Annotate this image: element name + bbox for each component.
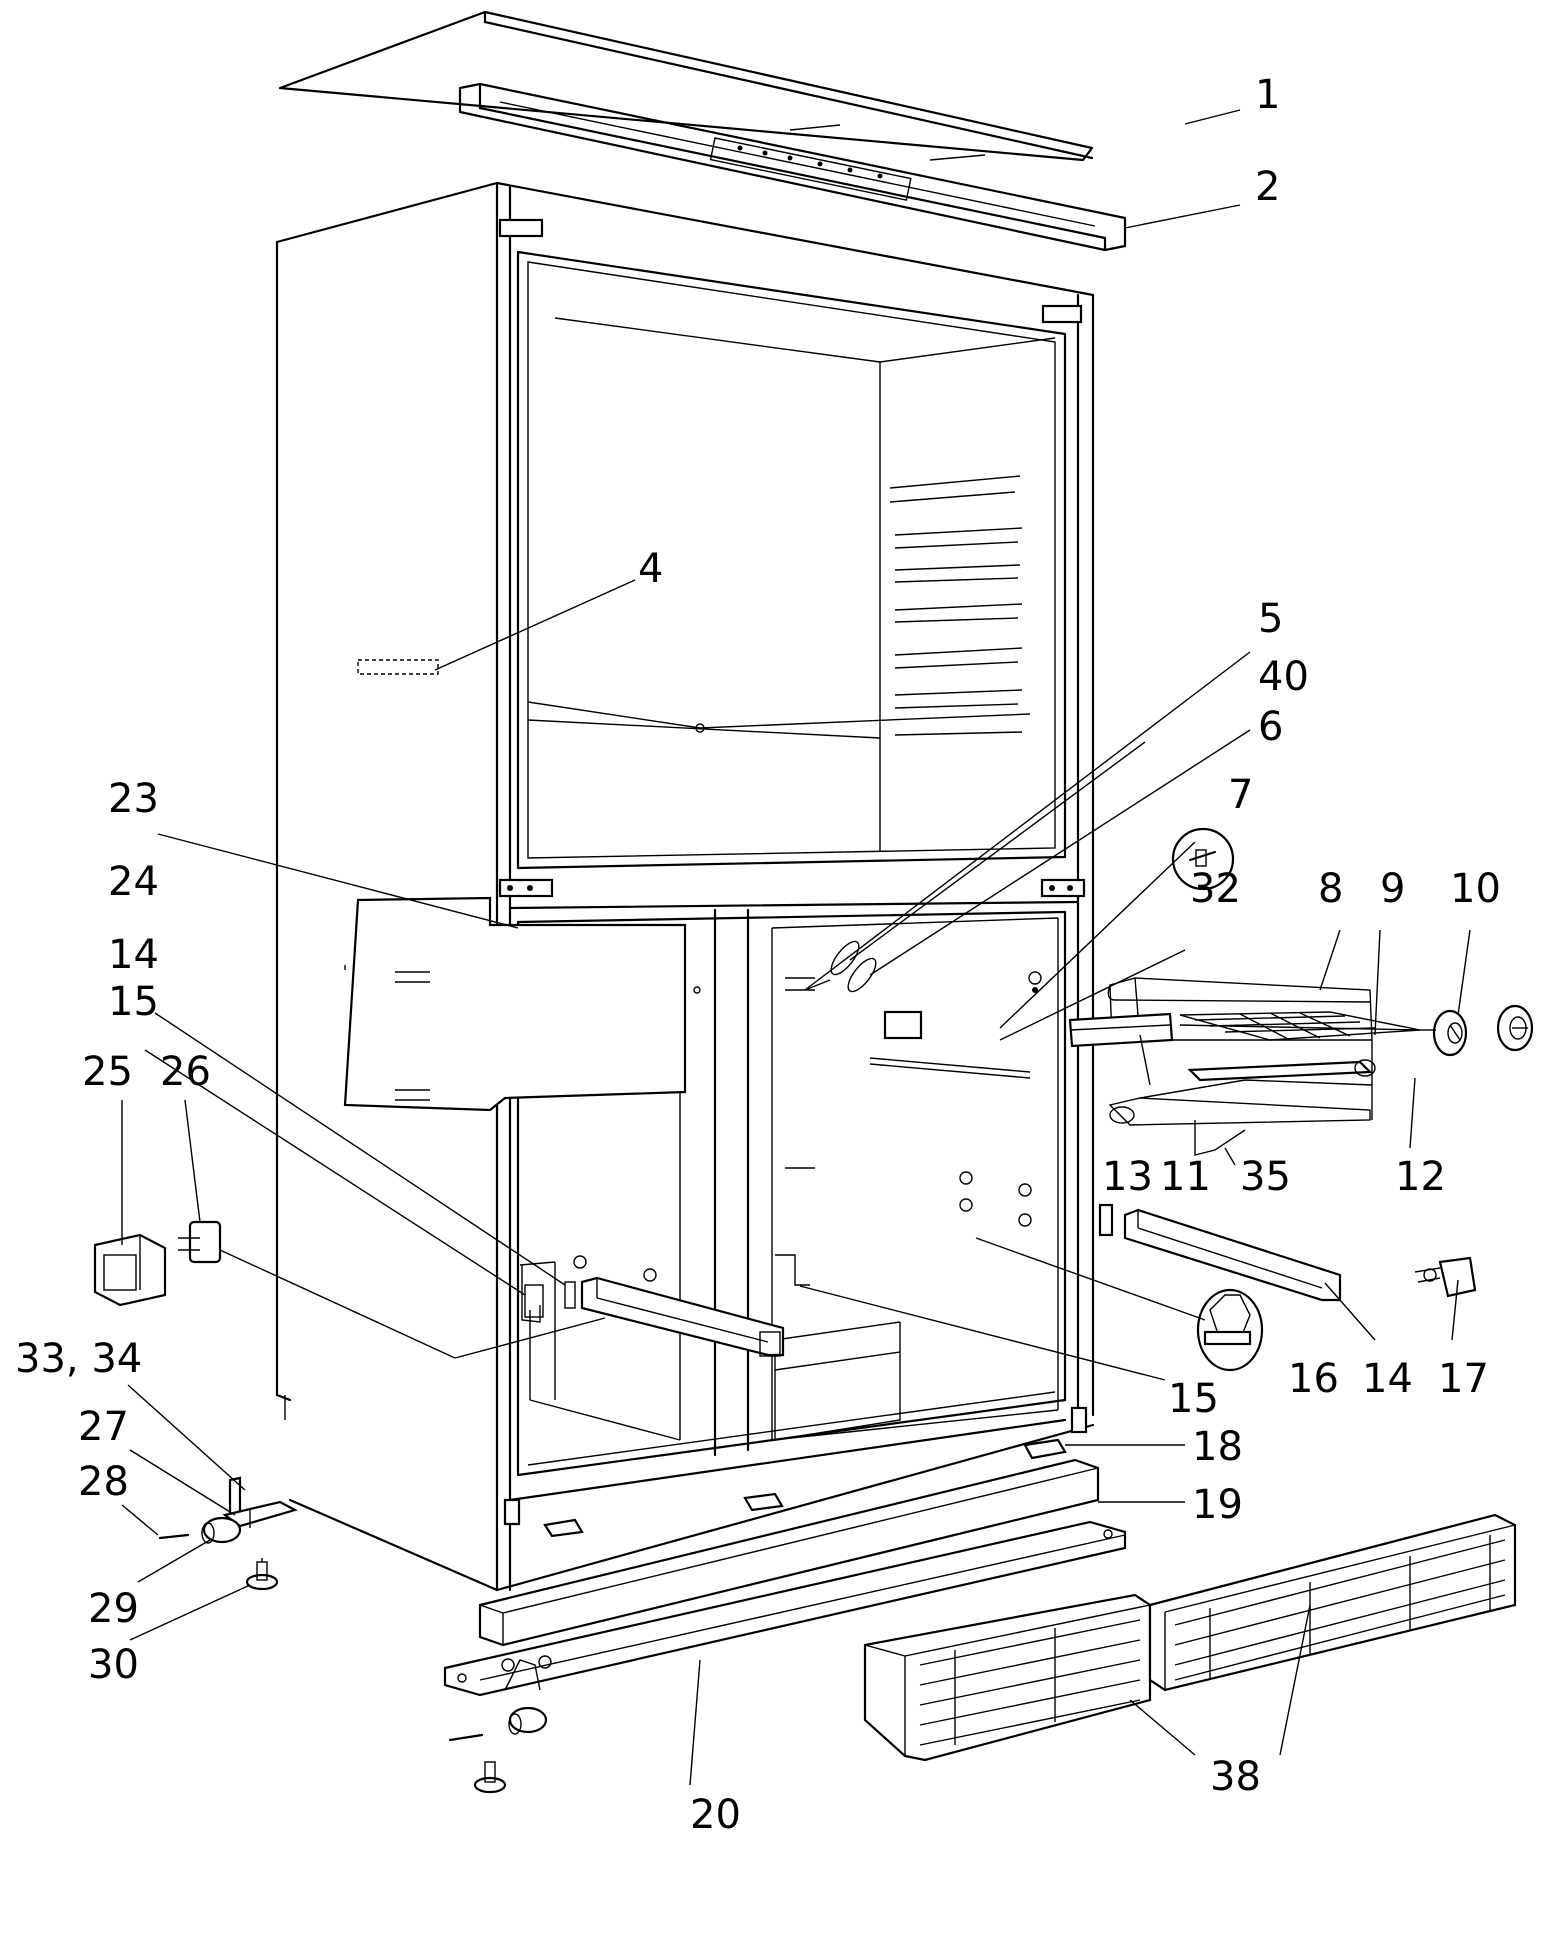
part-slide-rail-14-right bbox=[1123, 1208, 1342, 1302]
label-14-left: 14 bbox=[108, 932, 159, 978]
label-9: 9 bbox=[1380, 866, 1405, 912]
label-20: 20 bbox=[690, 1792, 741, 1838]
label-14-right: 14 bbox=[1362, 1356, 1413, 1402]
label-23: 23 bbox=[108, 776, 159, 822]
label-30: 30 bbox=[88, 1642, 139, 1688]
label-17: 17 bbox=[1438, 1356, 1489, 1402]
label-26: 26 bbox=[160, 1049, 211, 1095]
label-10: 10 bbox=[1450, 866, 1501, 912]
label-2: 2 bbox=[1255, 164, 1280, 210]
part-clip-17 bbox=[1414, 1256, 1477, 1298]
label-18: 18 bbox=[1192, 1424, 1243, 1470]
label-7: 7 bbox=[1228, 772, 1253, 818]
label-13: 13 bbox=[1102, 1154, 1153, 1200]
label-6: 6 bbox=[1258, 704, 1283, 750]
part-switch-32 bbox=[883, 1010, 923, 1040]
label-15-right: 15 bbox=[1168, 1376, 1219, 1422]
label-38: 38 bbox=[1210, 1754, 1261, 1800]
leader-lines bbox=[121, 109, 1471, 1786]
label-5: 5 bbox=[1258, 596, 1283, 642]
label-27: 27 bbox=[78, 1404, 129, 1450]
part-foot-bracket-27 bbox=[222, 1476, 298, 1528]
label-19: 19 bbox=[1192, 1482, 1243, 1528]
part-pin-28 bbox=[158, 1533, 190, 1540]
label-15-left: 15 bbox=[108, 979, 159, 1025]
part-bracket-16 bbox=[1196, 1288, 1264, 1372]
label-33-34: 33, 34 bbox=[15, 1336, 142, 1382]
label-8: 8 bbox=[1318, 866, 1343, 912]
label-16: 16 bbox=[1288, 1356, 1339, 1402]
part-kick-plates-38 bbox=[863, 1513, 1517, 1762]
part-bush-29 bbox=[201, 1516, 242, 1544]
cabinet-body bbox=[275, 181, 1095, 1592]
label-25: 25 bbox=[82, 1049, 133, 1095]
part-brackets-5-6 bbox=[804, 940, 1038, 993]
upper-shelf-ribs bbox=[889, 475, 1023, 736]
part-slide-rail-14-left bbox=[580, 1276, 785, 1357]
part-base-frame-20 bbox=[443, 1520, 1127, 1794]
part-rack-assembly bbox=[1068, 977, 1534, 1156]
label-4: 4 bbox=[638, 546, 663, 592]
part-socket-25 bbox=[93, 1233, 167, 1307]
label-28: 28 bbox=[78, 1459, 129, 1505]
label-12: 12 bbox=[1395, 1154, 1446, 1200]
part-clip-15-right bbox=[775, 1254, 810, 1286]
part-foot-30 bbox=[245, 1558, 279, 1591]
label-35: 35 bbox=[1240, 1154, 1291, 1200]
part-number-labels: 1 2 4 5 40 6 7 32 8 9 10 23 24 14 15 25 … bbox=[15, 72, 1501, 1838]
label-1: 1 bbox=[1255, 72, 1280, 118]
label-40: 40 bbox=[1258, 654, 1309, 700]
part-base-rail-19 bbox=[478, 1458, 1100, 1647]
part-plug-26 bbox=[178, 1220, 222, 1264]
part-clip-13 bbox=[1098, 1203, 1114, 1237]
label-29: 29 bbox=[88, 1586, 139, 1632]
part-knob-7 bbox=[1171, 827, 1235, 891]
label-11: 11 bbox=[1160, 1154, 1211, 1200]
part-foot-pads-18 bbox=[543, 1438, 1067, 1538]
label-24: 24 bbox=[108, 859, 159, 905]
label-32: 32 bbox=[1190, 866, 1241, 912]
part-control-panel bbox=[458, 82, 1127, 252]
part-label-4 bbox=[357, 659, 439, 675]
part-top-cover bbox=[278, 10, 1094, 162]
